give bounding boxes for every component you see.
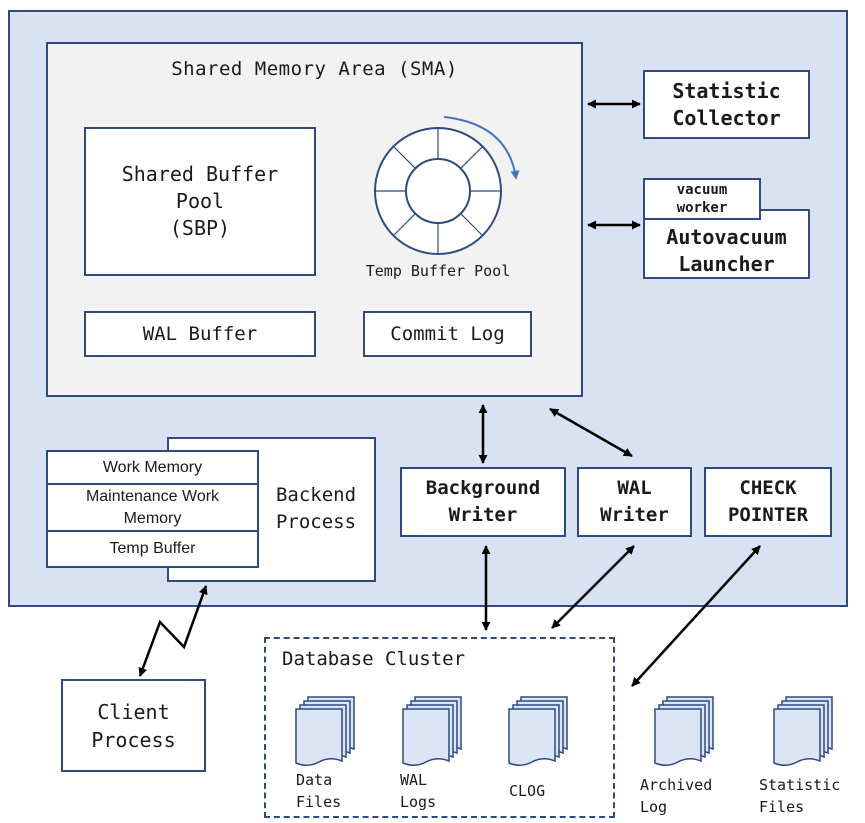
maintenance-work-memory: Maintenance Work Memory [46,485,259,532]
statistic-files-icon [773,696,833,767]
shared-buffer-pool: Shared Buffer Pool (SBP) [84,127,316,276]
commit-log: Commit Log [363,311,532,357]
ring-buffer-icon [374,127,502,255]
backend-process-label: Backend Process [275,484,357,533]
database-cluster-title: Database Cluster [282,648,466,670]
arrow-sma-wal-writer [549,407,633,458]
autovacuum-launcher: Autovacuum Launcher [643,209,810,279]
backend-local-memory [46,450,259,568]
background-writer: Background Writer [400,467,566,537]
statistic-collector: Statistic Collector [643,70,810,139]
arrow-client-backend [138,585,208,677]
vacuum-worker: vacuum worker [643,178,761,220]
arrow-wal-writer-cluster [551,545,635,629]
archived-log-icon [654,696,714,767]
temp-buffer: Temp Buffer [109,540,196,557]
clog-label: CLOG [509,782,546,800]
client-process: Client Process [61,679,206,772]
wal-writer: WAL Writer [577,467,692,537]
arrow-checkpointer-archive [631,545,761,687]
statistic-files-label: Statistic Files [759,776,841,816]
work-memory: Work Memory [46,452,259,485]
wal-buffer: WAL Buffer [84,311,316,357]
sma-title: Shared Memory Area (SMA) [171,58,458,80]
checkpointer: CHECK POINTER [704,467,832,537]
clog-icon [508,696,568,767]
rotation-arrow [443,116,520,180]
archived-log-label: Archived Log [640,776,713,816]
data-files-icon [295,696,355,767]
wal-logs-icon [402,696,462,767]
temp-buffer-pool-label: Temp Buffer Pool [365,262,511,280]
data-files-label: Data Files [296,771,342,811]
wal-logs-label: WAL Logs [400,771,437,811]
